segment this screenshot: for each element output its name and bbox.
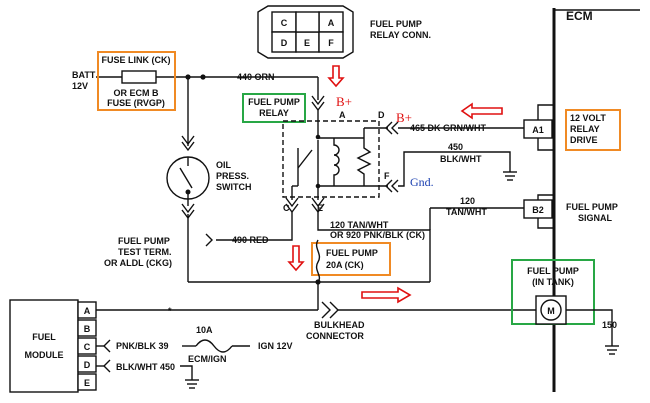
relay-label-2: RELAY	[259, 108, 289, 118]
relay-pin-f: F	[384, 171, 390, 181]
fuse-link-highlight	[97, 51, 176, 111]
star-label: *	[168, 306, 172, 316]
relay-label-1: FUEL PUMP	[248, 97, 300, 107]
test-label-2: TEST TERM.	[118, 247, 172, 257]
relay-housing	[282, 120, 380, 198]
wire-465-label: 465 DK GRN/WHT	[410, 123, 487, 133]
fuel-pump-relay: FUEL PUMP RELAY A D C E F 465 DK GRN/WHT…	[205, 93, 524, 282]
module-label-1: FUEL	[32, 332, 56, 342]
relay-pin-e: E	[317, 203, 323, 213]
connector-label-2: RELAY CONN.	[370, 30, 431, 40]
wire-120-label-2: TAN/WHT	[446, 207, 487, 217]
wire-440-label: 440 ORN	[237, 72, 275, 82]
relay-pin-d: D	[378, 110, 385, 120]
batt-label-1: BATT	[72, 70, 96, 80]
test-label-1: FUEL PUMP	[118, 236, 170, 246]
connector-label-1: FUEL PUMP	[370, 19, 422, 29]
relay-label-highlight	[242, 93, 306, 123]
oil-label-2: PRESS.	[216, 171, 249, 181]
module-pin-d: D	[84, 360, 91, 370]
ecm-drive-1: 12 VOLT	[570, 113, 606, 123]
fuel-pump-in-tank: FUEL PUMP (IN TANK) M 150	[511, 259, 619, 355]
wire-120-alt-2: OR 920 PNK/BLK (CK)	[330, 230, 425, 240]
relay-pin-c: C	[283, 203, 290, 213]
oil-label-1: OIL	[216, 160, 232, 170]
conn-pin-a: A	[328, 18, 335, 28]
ign-12v-label: IGN 12V	[258, 341, 293, 351]
fuse-20a-highlight	[311, 242, 391, 276]
conn-pin-c: C	[281, 18, 288, 28]
arrow-right-pump-icon	[361, 286, 412, 304]
oil-pressure-switch: OIL PRESS. SWITCH	[166, 77, 252, 282]
test-label-3: OR ALDL (CKG)	[104, 258, 172, 268]
batt-label-2: 12V	[72, 81, 88, 91]
module-pin-e: E	[84, 378, 90, 388]
wire-39-label: PNK/BLK 39	[116, 341, 169, 351]
fuse-link	[121, 70, 157, 84]
gnd-annotation: Gnd.	[410, 175, 434, 189]
bplus-annotation-2: B+	[396, 110, 412, 125]
pump-label-2: (IN TANK)	[532, 277, 574, 287]
ecm-pin-a1	[523, 119, 553, 139]
wire-450-label-1: 450	[448, 142, 463, 152]
svg-text:B2: B2	[532, 205, 544, 215]
ecm-ign-label: ECM/IGN	[188, 354, 227, 364]
bulkhead-label-1: BULKHEAD	[314, 320, 365, 330]
arrow-down-fuse-icon	[287, 245, 305, 272]
wire-450-module-label: BLK/WHT 450	[116, 362, 175, 372]
fuel-pump-fuse: FUEL PUMP 20A (CK)	[188, 239, 430, 292]
conn-pin-e: E	[304, 38, 310, 48]
ignition-feed: PNK/BLK 39 10A ECM/IGN IGN 12V BLK/WHT 4…	[96, 325, 293, 389]
ecm-title: ECM	[566, 9, 593, 23]
module-pin-c: C	[84, 342, 91, 352]
wire-120-label-1: 120	[460, 196, 475, 206]
wire-150-label: 150	[602, 320, 617, 330]
module-pin-b: B	[84, 324, 91, 334]
conn-pin-f: F	[328, 38, 334, 48]
relay-drive-highlight	[565, 109, 621, 151]
ecm-pin-b2	[523, 199, 553, 219]
fuse-20a-label-2: 20A (CK)	[326, 260, 364, 270]
relay-connector: C A D E F FUEL PUMP RELAY CONN.	[257, 5, 431, 59]
fuse-10a-label: 10A	[196, 325, 213, 335]
wire-120-alt-1: 120 TAN/WHT	[330, 220, 389, 230]
pump-motor-symbol: M	[547, 306, 555, 316]
ecm: ECM A1 B2 12 VOLT RELAY DRIVE FUEL PUMP …	[523, 8, 640, 392]
svg-text:A1: A1	[532, 125, 544, 135]
wire-450-label-2: BLK/WHT	[440, 154, 482, 164]
fuse-label-2: OR ECM B	[114, 88, 160, 98]
annotation-arrows: B+ B+	[287, 65, 503, 304]
fuel-module: FUEL MODULE A B C D E	[9, 299, 97, 393]
fuse-20a-label-1: FUEL PUMP	[326, 248, 378, 258]
fuse-label-3: FUSE (RVGP)	[107, 98, 165, 108]
fuse-label-1: FUSE LINK (CK)	[102, 55, 171, 65]
bplus-annotation-1: B+	[336, 94, 352, 109]
pump-label-1: FUEL PUMP	[527, 266, 579, 276]
oil-label-3: SWITCH	[216, 182, 252, 192]
ecm-drive-3: DRIVE	[570, 135, 598, 145]
bulkhead-connector: * BULKHEAD CONNECTOR	[96, 292, 536, 341]
relay-pin-a: A	[339, 110, 346, 120]
conn-pin-d: D	[281, 38, 288, 48]
wire-490-label: 490 RED	[232, 235, 269, 245]
bulkhead-label-2: CONNECTOR	[306, 331, 364, 341]
arrow-down-bplus-icon	[327, 65, 345, 88]
arrow-left-ecm-icon	[460, 102, 503, 120]
module-label-2: MODULE	[25, 350, 64, 360]
ecm-drive-2: RELAY	[570, 124, 600, 134]
ecm-signal-2: SIGNAL	[578, 213, 613, 223]
test-terminal: FUEL PUMP TEST TERM. OR ALDL (CKG)	[104, 236, 172, 268]
power-feed: BATT 12V FUSE LINK (CK) OR ECM B FUSE (R…	[72, 51, 325, 112]
module-pin-a: A	[84, 306, 91, 316]
ecm-signal-1: FUEL PUMP	[566, 202, 618, 212]
